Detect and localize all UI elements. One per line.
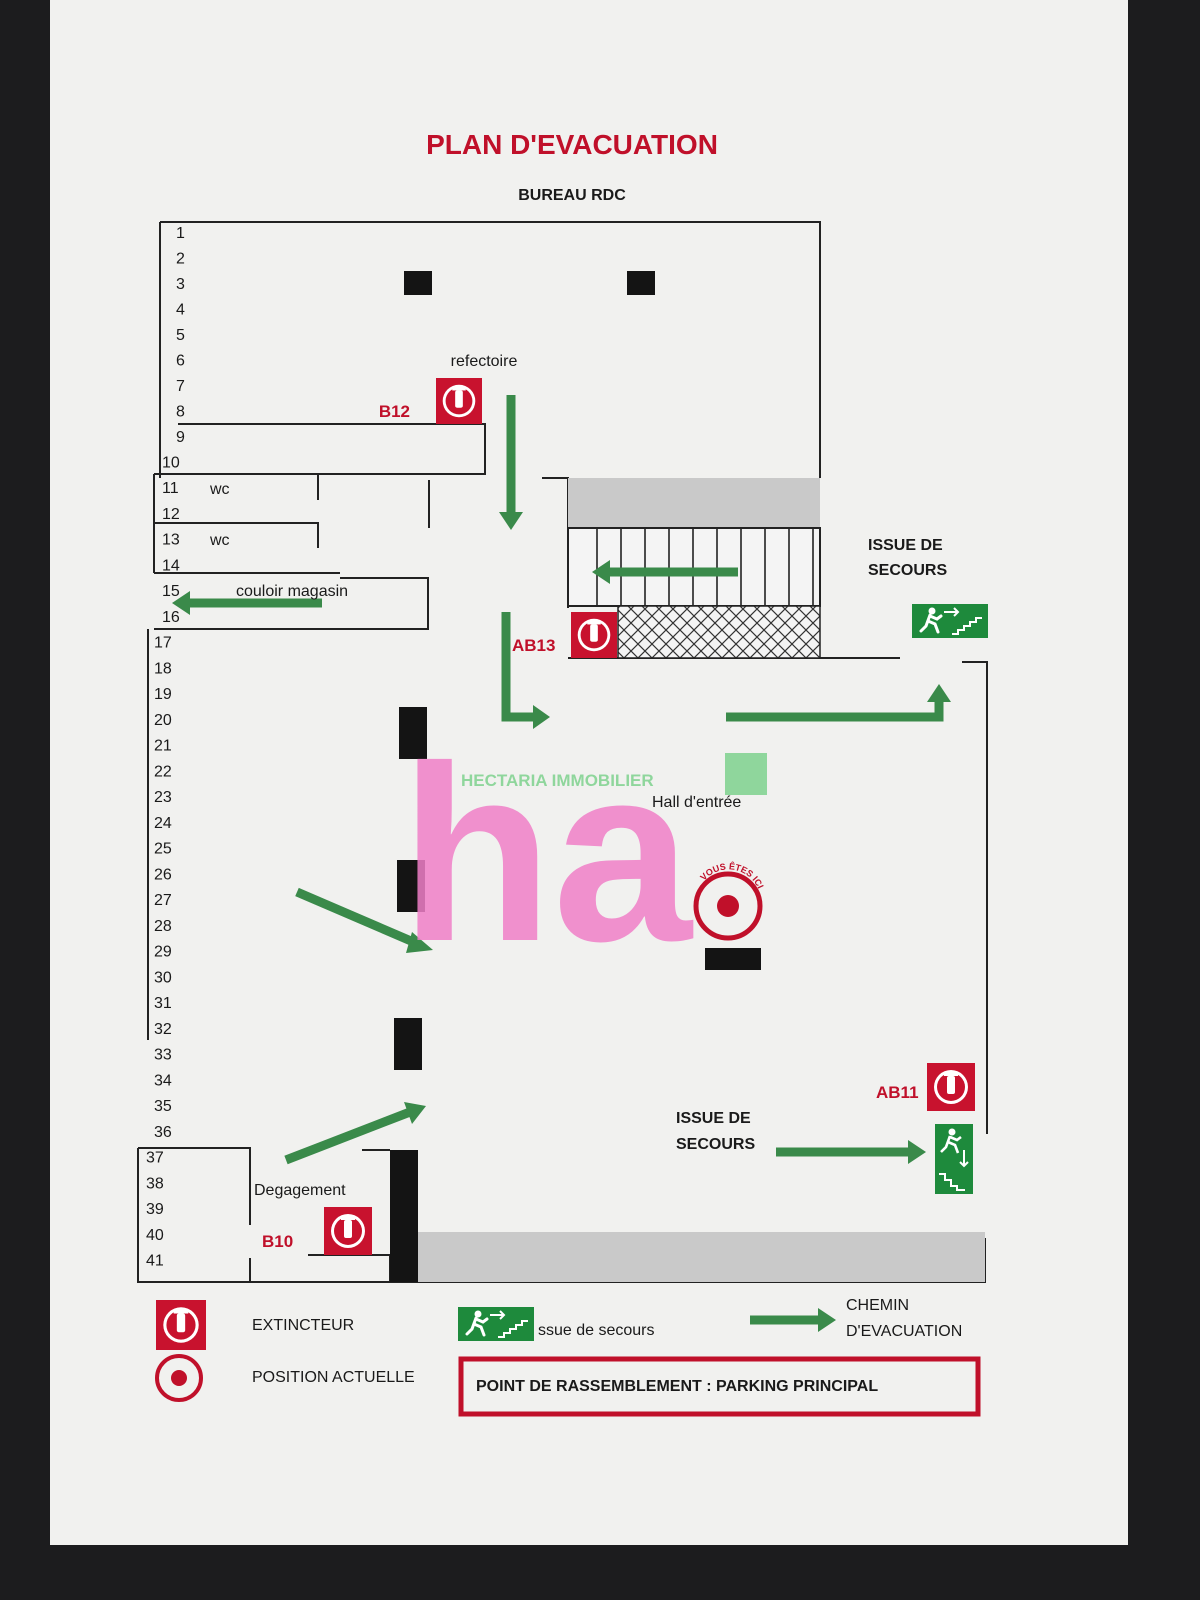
assembly-point-text: POINT DE RASSEMBLEMENT : PARKING PRINCIP… [476,1378,878,1395]
row-number: 27 [154,892,172,909]
row-number: 30 [154,969,172,986]
row-number: 31 [154,995,172,1012]
row-number: 5 [176,327,185,344]
row-number: 10 [162,455,180,472]
evacuation-arrow-icon [499,395,523,530]
row-number: 33 [154,1047,172,1064]
evacuation-arrow-icon [284,1102,426,1165]
pillars [390,271,761,1282]
fire-extinguisher-icon [436,378,482,424]
row-number: 16 [162,609,180,626]
evacuation-arrow-icon [295,887,433,953]
extinguisher-b10-label: B10 [262,1232,293,1251]
row-number: 1 [176,225,185,242]
row-number: 38 [146,1175,164,1192]
room-couloir-magasin: couloir magasin [236,583,348,600]
exit-bottom-line1: ISSUE DE [676,1110,751,1127]
row-number: 36 [154,1124,172,1141]
row-number: 3 [176,276,185,293]
evacuation-arrow-icon [776,1140,926,1164]
row-number: 28 [154,918,172,935]
row-number: 34 [154,1072,172,1089]
row-number: 19 [154,686,172,703]
legend: EXTINCTEUR POSITION ACTUELLE ssue de sec… [155,1297,981,1417]
fire-extinguisher-icon [927,1063,975,1111]
row-number: 23 [154,789,172,806]
row-number: 18 [154,660,172,677]
row-number: 6 [176,353,185,370]
evacuation-arrow-icon [501,612,550,729]
row-number: 25 [154,841,172,858]
row-number: 39 [146,1201,164,1218]
row-number: 14 [162,557,180,574]
row-number: 15 [162,583,180,600]
row-number: 13 [162,532,180,549]
room-hall-entree: Hall d'entrée [652,794,741,811]
exit-top-line2: SECOURS [868,562,947,579]
room-wc-2: wc [209,532,230,549]
row-number: 37 [146,1150,164,1167]
row-number: 11 [162,480,179,497]
watermark: ha HECTARIA IMMOBILIER [400,714,767,993]
gray-band-bottom [418,1232,985,1282]
fire-extinguisher-icon [156,1300,206,1350]
legend-position: POSITION ACTUELLE [252,1369,415,1386]
extinguisher-b12-label: B12 [379,402,410,421]
fire-extinguisher-icon [571,612,617,658]
row-number: 20 [154,712,172,729]
evacuation-arrow-icon [172,591,322,615]
row-number: 12 [162,506,180,523]
row-number: 22 [154,763,172,780]
assembly-point-box [458,1356,981,1417]
row-number: 7 [176,378,185,395]
evacuation-arrow-icon [750,1308,836,1332]
row-number: 41 [146,1253,164,1270]
legend-chemin-line2: D'EVACUATION [846,1323,962,1340]
plan-subtitle: BUREAU RDC [518,187,626,204]
row-number: 21 [154,738,172,755]
room-degagement: Degagement [254,1182,346,1199]
row-number: 35 [154,1098,172,1115]
row-numbers: 1234567891011121314151617181920212223242… [146,225,185,1270]
watermark-logo-letters: ha [400,714,694,993]
evacuation-arrow-icon [726,684,951,722]
exit-bottom-line2: SECOURS [676,1136,755,1153]
gray-band-top [568,478,820,528]
room-wc-1: wc [209,481,230,498]
evacuation-arrow-icon [592,560,738,584]
emergency-exit-icon [935,1124,973,1194]
legend-chemin-line1: CHEMIN [846,1297,909,1314]
plan-title: PLAN D'EVACUATION [426,129,718,160]
row-number: 4 [176,302,185,319]
extinguisher-ab13-label: AB13 [512,636,555,655]
row-number: 24 [154,815,172,832]
row-number: 9 [176,429,185,446]
row-number: 8 [176,404,185,421]
evacuation-arrows [172,395,951,1165]
row-number: 2 [176,251,185,268]
legend-issue: ssue de secours [538,1322,655,1339]
emergency-exit-icon [458,1307,534,1341]
row-number: 17 [154,635,172,652]
row-number: 40 [146,1227,164,1244]
watermark-brand: HECTARIA IMMOBILIER [461,771,654,790]
row-number: 26 [154,866,172,883]
hatched-area [617,605,821,659]
row-number: 32 [154,1021,172,1038]
row-number: 29 [154,944,172,961]
extinguisher-ab11-label: AB11 [876,1083,919,1102]
emergency-exit-icon [912,604,988,638]
room-refectoire: refectoire [451,353,518,370]
fire-extinguisher-icon [324,1207,372,1255]
you-are-here-icon [155,1354,203,1402]
you-are-here-icon: VOUS ÊTES ICI [693,860,766,941]
exit-top-line1: ISSUE DE [868,537,943,554]
legend-extincteur: EXTINCTEUR [252,1317,354,1334]
watermark-square [725,753,767,795]
